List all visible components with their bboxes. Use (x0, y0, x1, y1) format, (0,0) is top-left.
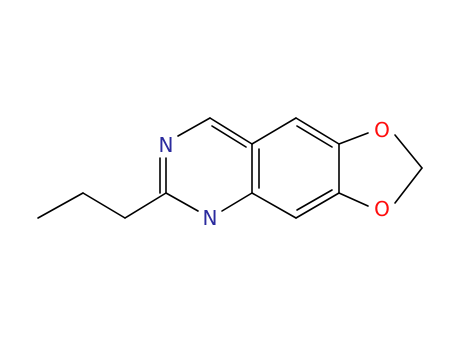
nitrogen-atom-lower: N (203, 206, 218, 230)
c8-c8a-bond (251, 192, 297, 219)
propyl-bond-3 (124, 192, 167, 219)
c5-c6-bond (295, 117, 340, 145)
c4a-c5-bond (251, 117, 297, 145)
propyl-bond-1 (37, 192, 84, 219)
propyl-bond-2 (82, 192, 126, 219)
o-lower-c7-bond (338, 192, 369, 207)
o-upper-ch2-bond (394, 134, 423, 169)
c4-c4a-bond (209, 117, 253, 145)
c7-c8-bond-inner (296, 189, 333, 211)
n1-c8a-bond (221, 192, 253, 212)
c5-c6-bond-inner (296, 125, 333, 148)
c4-c4a-bond-inner (211, 125, 247, 148)
n3-c4-bond (177, 117, 211, 137)
c6-o-upper-bond (338, 132, 369, 145)
c7-c8-bond (295, 192, 340, 219)
oxygen-atom-upper: O (374, 118, 390, 142)
c2-n1-bond (165, 192, 199, 212)
oxygen-atom-lower: O (374, 197, 390, 221)
ch2-o-lower-bond (394, 167, 423, 204)
nitrogen-atom-upper: N (159, 133, 174, 157)
